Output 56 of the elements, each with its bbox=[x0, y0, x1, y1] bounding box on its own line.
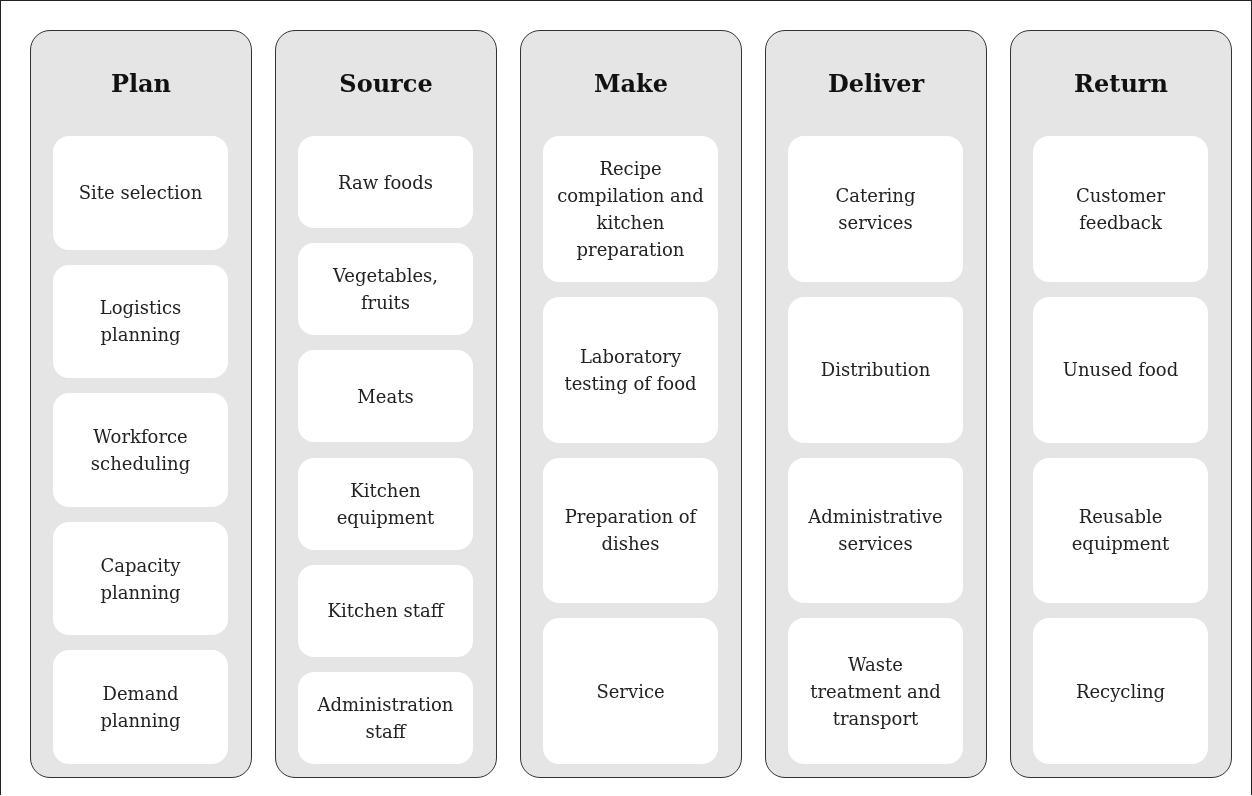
item-box bbox=[543, 296, 718, 443]
item-label: Site selection bbox=[78, 181, 203, 206]
item-label: Reusable equipment bbox=[1070, 505, 1171, 557]
item-label: Recycling bbox=[1075, 679, 1166, 704]
item-box bbox=[1033, 296, 1208, 443]
column-heading: Return bbox=[1073, 69, 1169, 98]
item-label: Capacity planning bbox=[99, 553, 182, 605]
item-label: Distribution bbox=[820, 358, 931, 383]
item-box bbox=[53, 521, 228, 636]
item-box bbox=[53, 264, 228, 379]
item-box bbox=[53, 136, 228, 250]
item-label: Catering services bbox=[834, 183, 917, 235]
item-box bbox=[53, 650, 228, 764]
item-label: Logistics planning bbox=[98, 296, 183, 348]
column-panel bbox=[30, 30, 252, 778]
item-label: Workforce scheduling bbox=[89, 425, 192, 476]
item-box bbox=[53, 393, 228, 507]
item-box bbox=[543, 457, 718, 604]
item-box bbox=[298, 457, 473, 550]
item-box bbox=[298, 564, 473, 657]
item-box bbox=[543, 618, 718, 764]
column-heading: Make bbox=[593, 69, 669, 98]
item-label: Demand planning bbox=[99, 682, 182, 734]
item-label: Recipe compilation and kitchen preparation bbox=[556, 156, 705, 262]
item-label: Customer feedback bbox=[1075, 183, 1166, 235]
column-panel bbox=[275, 30, 497, 778]
item-box bbox=[1033, 136, 1208, 282]
item-box bbox=[788, 457, 963, 604]
item-label: Administration staff bbox=[316, 692, 455, 744]
item-box bbox=[1033, 457, 1208, 604]
item-box bbox=[298, 243, 473, 336]
item-box bbox=[298, 671, 473, 764]
column-panel bbox=[1010, 30, 1232, 778]
item-box bbox=[298, 350, 473, 443]
item-box bbox=[788, 618, 963, 764]
column-panel bbox=[520, 30, 742, 778]
item-label: Unused food bbox=[1062, 358, 1179, 383]
item-label: Administrative services bbox=[807, 505, 944, 557]
item-label: Meats bbox=[357, 384, 414, 409]
column-heading: Deliver bbox=[826, 69, 926, 98]
item-box bbox=[298, 136, 473, 229]
item-box bbox=[788, 136, 963, 282]
item-box bbox=[788, 296, 963, 443]
column-heading: Source bbox=[338, 69, 434, 98]
item-label: Preparation of dishes bbox=[563, 505, 699, 557]
item-label: Service bbox=[596, 679, 665, 704]
item-label: Waste treatment and transport bbox=[809, 652, 942, 731]
column-panel bbox=[765, 30, 987, 778]
item-box bbox=[543, 136, 718, 282]
item-label: Raw foods bbox=[338, 170, 433, 195]
item-label: Kitchen equipment bbox=[335, 478, 436, 530]
item-label: Kitchen staff bbox=[327, 599, 444, 624]
item-label: Vegetables, fruits bbox=[331, 264, 439, 316]
item-label: Laboratory testing of food bbox=[563, 344, 698, 396]
item-box bbox=[1033, 618, 1208, 764]
column-heading: Plan bbox=[109, 69, 173, 98]
